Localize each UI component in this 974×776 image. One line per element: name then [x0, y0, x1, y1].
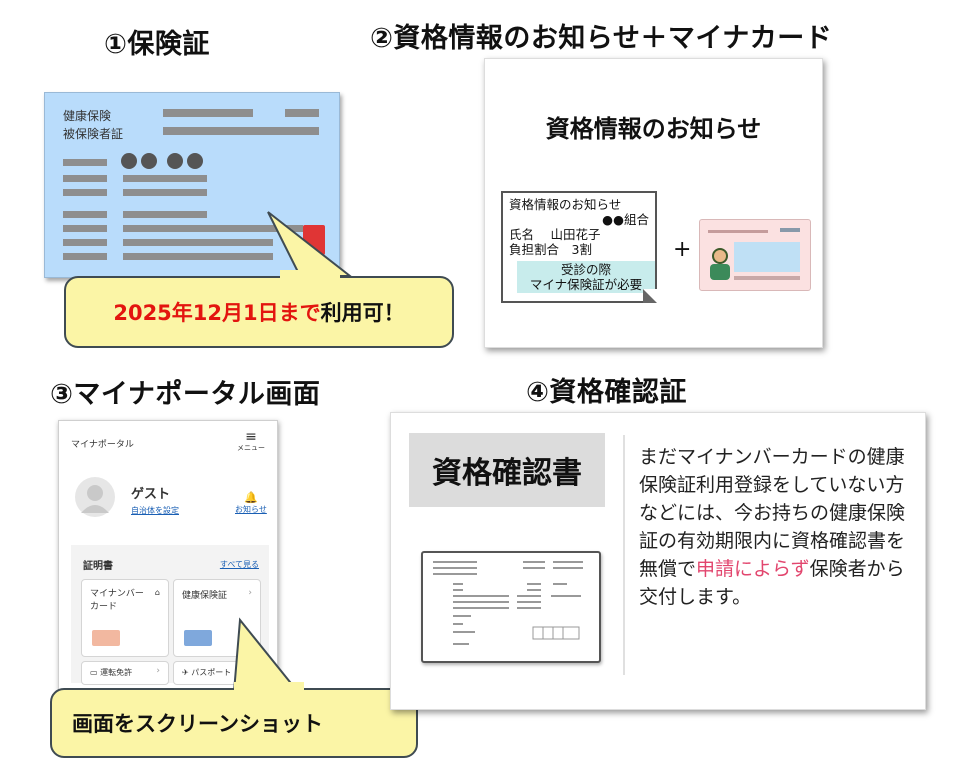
mask-dot [187, 153, 203, 169]
mask-dot [121, 153, 137, 169]
placeholder-bar [123, 189, 207, 196]
placeholder-bar [63, 159, 107, 166]
bell-icon: 🔔 [244, 491, 258, 504]
section-title-qualification-notice: ②資格情報のお知らせ＋マイナカード [370, 23, 833, 54]
airplane-icon: ✈ [182, 668, 192, 677]
plus-sign: + [673, 237, 692, 262]
mask-dot [141, 153, 157, 169]
placeholder-bar [63, 211, 107, 218]
section-title-insurance-card: ①保険証 [104, 29, 210, 60]
notice-label: お知らせ [235, 505, 267, 514]
placeholder-bar [285, 109, 319, 117]
placeholder-bar [163, 109, 253, 117]
mynaportal-screen: マイナポータル ≡ メニュー ゲスト 自治体を設定 🔔 お知らせ 証明書 すべて… [58, 420, 278, 690]
license-text: 運転免許 [100, 668, 133, 677]
callout-take-screenshot: 画面をスクリーンショット [50, 688, 418, 758]
eligibility-certificate-panel: 資格確認書 まだマイナンバーカードの健康保険証利用登録をしていない方などには、今… [390, 412, 926, 710]
section-title-eligibility-certificate: ④資格確認証 [526, 377, 687, 408]
card-label-health-insurance: 健康保険 [63, 109, 112, 123]
passport-label: ✈ パスポート [182, 667, 231, 678]
placeholder-bar [163, 127, 319, 135]
section-title-mynaportal: ③マイナポータル画面 [50, 379, 321, 410]
placeholder-bar [63, 189, 107, 196]
tile-mynumber-card[interactable]: マイナンバーカード ⌂ [81, 579, 169, 657]
placeholder-bar [123, 175, 207, 182]
user-name: ゲスト [131, 487, 171, 502]
placeholder-bar [123, 225, 303, 232]
see-all-link[interactable]: すべて見る [219, 560, 259, 569]
certificates-heading: 証明書 [83, 561, 113, 572]
eligibility-card-image [421, 551, 601, 663]
my-number-card-image [699, 219, 811, 291]
tile-label: マイナンバーカード [90, 589, 144, 612]
eligibility-heading: 資格確認書 [409, 433, 605, 507]
mask-dot [167, 153, 183, 169]
callout-available: 利用可！ [320, 301, 405, 325]
callout-available-until: 2025年12月1日まで利用可！ [64, 276, 454, 348]
paper-fold [643, 289, 657, 303]
insurance-card-icon [184, 630, 212, 646]
placeholder-bar [123, 253, 273, 260]
placeholder-bar [63, 225, 107, 232]
callout-pointer-mask [280, 270, 340, 280]
chevron-right-icon: › [156, 666, 160, 676]
card-form-graphic [433, 561, 583, 645]
paper-name: 氏名 山田花子 [509, 227, 601, 242]
desc-part-2: 保険者から交付します。 [639, 558, 905, 608]
notice-heading: 資格情報のお知らせ [545, 115, 762, 143]
passport-text: パスポート [191, 668, 232, 677]
eligibility-description: まだマイナンバーカードの健康保険証利用登録をしていない方などには、今お持ちの健康… [639, 443, 917, 611]
placeholder-bar [123, 211, 207, 218]
lock-icon: ⌂ [154, 588, 160, 597]
desc-part-1: まだマイナンバーカードの健康保険証利用登録をしていない方などには、今お持ちの健康… [639, 446, 906, 580]
notice-paper: 資格情報のお知らせ ●●組合 氏名 山田花子 負担割合 3割 受診の際 マイナ保… [501, 191, 657, 303]
menu-button[interactable]: ≡ メニュー [237, 429, 265, 453]
paper-burden: 負担割合 3割 [509, 242, 592, 257]
insurance-card-image: 健康保険 被保険者証 [44, 92, 340, 278]
paper-union: ●●組合 [602, 212, 649, 227]
tile-drivers-license[interactable]: ▭ 運転免許 › [81, 661, 169, 685]
placeholder-bar [63, 175, 107, 182]
card-label-insured-person: 被保険者証 [63, 127, 124, 141]
id-card-icon: ▭ [90, 668, 101, 677]
chevron-right-icon: › [248, 588, 252, 598]
user-icon [81, 485, 109, 513]
paper-title: 資格情報のお知らせ [509, 197, 622, 212]
desc-highlight: 申請によらず [696, 558, 810, 580]
placeholder-bar [63, 239, 107, 246]
license-label: ▭ 運転免許 [90, 667, 132, 678]
menu-label: メニュー [237, 444, 265, 452]
callout-date: 2025年12月1日まで [113, 301, 321, 325]
qualification-notice-panel: 資格情報のお知らせ 資格情報のお知らせ ●●組合 氏名 山田花子 負担割合 3割… [484, 58, 823, 348]
hamburger-icon: ≡ [245, 429, 257, 445]
paper-note-line2: マイナ保険証が必要 [529, 277, 643, 292]
mynumber-card-icon [92, 630, 120, 646]
placeholder-bar [123, 239, 273, 246]
set-municipality-link[interactable]: 自治体を設定 [131, 506, 179, 515]
paper-note-line1: 受診の際 [560, 262, 611, 277]
tile-label: 健康保険証 [182, 591, 228, 601]
card-graphic [708, 228, 800, 280]
avatar [75, 477, 115, 517]
divider [623, 435, 625, 675]
notice-button[interactable]: 🔔 お知らせ [235, 491, 267, 515]
paper-note: 受診の際 マイナ保険証が必要 [517, 261, 655, 293]
placeholder-bar [63, 253, 107, 260]
app-name: マイナポータル [71, 440, 134, 450]
callout-pointer-mask [234, 682, 304, 694]
